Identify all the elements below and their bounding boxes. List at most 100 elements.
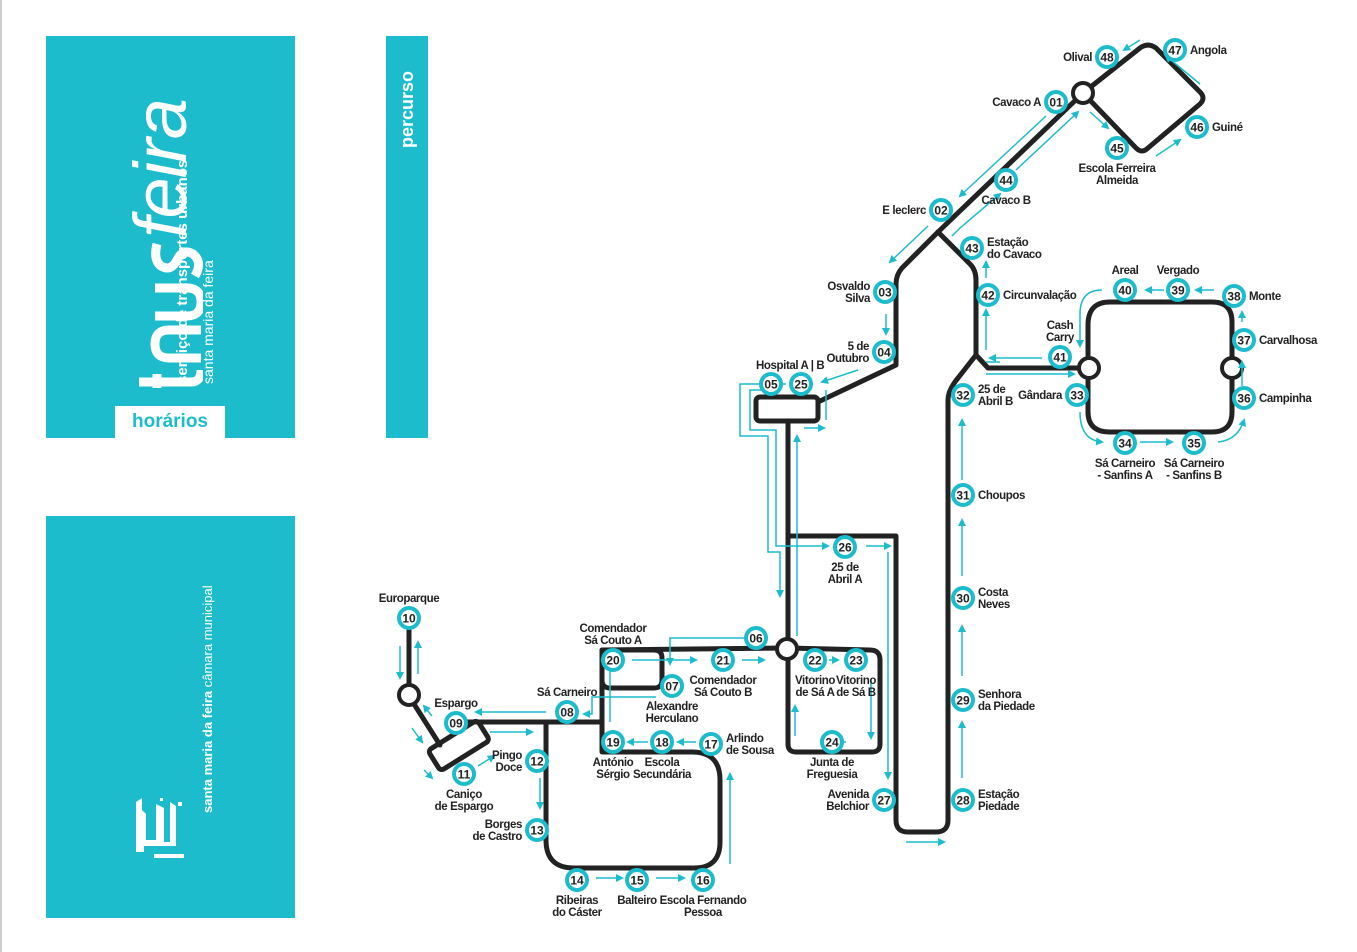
stop-circle[interactable] xyxy=(660,674,684,698)
stop-number: 45 xyxy=(1110,142,1124,156)
stop-marker-17[interactable]: 17 xyxy=(699,732,723,756)
stop-circle[interactable] xyxy=(803,648,827,672)
stop-circle[interactable] xyxy=(1044,90,1068,114)
stop-marker-43[interactable]: 43 xyxy=(960,236,984,260)
stop-circle[interactable] xyxy=(833,535,857,559)
stop-circle[interactable] xyxy=(951,688,975,712)
stop-marker-20[interactable]: 20 xyxy=(601,648,625,672)
stop-marker-02[interactable]: 02 xyxy=(929,198,953,222)
stop-marker-26[interactable]: 26 xyxy=(833,535,857,559)
stop-marker-22[interactable]: 22 xyxy=(803,648,827,672)
stop-marker-25[interactable]: 25 xyxy=(789,372,813,396)
stop-marker-44[interactable]: 44 xyxy=(994,168,1018,192)
stop-marker-05[interactable]: 05 xyxy=(759,372,783,396)
stop-marker-46[interactable]: 46 xyxy=(1185,115,1209,139)
stop-marker-41[interactable]: 41 xyxy=(1048,345,1072,369)
stop-circle[interactable] xyxy=(873,280,897,304)
stop-marker-04[interactable]: 04 xyxy=(872,340,896,364)
stop-circle[interactable] xyxy=(951,483,975,507)
stop-marker-32[interactable]: 32 xyxy=(951,383,975,407)
stop-circle[interactable] xyxy=(555,700,579,724)
stop-circle[interactable] xyxy=(1185,115,1209,139)
stop-circle[interactable] xyxy=(976,283,1000,307)
stop-circle[interactable] xyxy=(452,762,476,786)
stop-marker-11[interactable]: 11 xyxy=(452,762,476,786)
stop-circle[interactable] xyxy=(872,340,896,364)
stop-marker-29[interactable]: 29 xyxy=(951,688,975,712)
stop-circle[interactable] xyxy=(650,730,674,754)
stop-circle[interactable] xyxy=(525,749,549,773)
stop-marker-10[interactable]: 10 xyxy=(397,606,421,630)
stop-circle[interactable] xyxy=(444,711,468,735)
stop-circle[interactable] xyxy=(960,236,984,260)
stop-circle[interactable] xyxy=(1232,386,1256,410)
stop-circle[interactable] xyxy=(1232,328,1256,352)
stop-marker-40[interactable]: 40 xyxy=(1113,278,1137,302)
stop-circle[interactable] xyxy=(525,818,549,842)
stop-marker-48[interactable]: 48 xyxy=(1095,45,1119,69)
stop-marker-14[interactable]: 14 xyxy=(565,868,589,892)
stop-marker-08[interactable]: 08 xyxy=(555,700,579,724)
stop-circle[interactable] xyxy=(1113,278,1137,302)
stop-circle[interactable] xyxy=(744,626,768,650)
stop-circle[interactable] xyxy=(699,732,723,756)
stop-marker-24[interactable]: 24 xyxy=(820,730,844,754)
stop-marker-45[interactable]: 45 xyxy=(1105,136,1129,160)
stop-circle[interactable] xyxy=(951,383,975,407)
percurso-tab[interactable]: percurso xyxy=(386,36,428,438)
stop-circle[interactable] xyxy=(1048,345,1072,369)
stop-circle[interactable] xyxy=(844,648,868,672)
stop-marker-33[interactable]: 33 xyxy=(1065,383,1089,407)
stop-circle[interactable] xyxy=(1113,431,1137,455)
horarios-button[interactable]: horários xyxy=(115,406,225,438)
stop-circle[interactable] xyxy=(759,372,783,396)
stop-circle[interactable] xyxy=(601,730,625,754)
stop-circle[interactable] xyxy=(1163,38,1187,62)
stop-circle[interactable] xyxy=(1105,136,1129,160)
stop-marker-06[interactable]: 06 xyxy=(744,626,768,650)
stop-marker-07[interactable]: 07 xyxy=(660,674,684,698)
stop-marker-42[interactable]: 42 xyxy=(976,283,1000,307)
stop-marker-09[interactable]: 09 xyxy=(444,711,468,735)
stop-circle[interactable] xyxy=(691,868,715,892)
stop-marker-21[interactable]: 21 xyxy=(711,648,735,672)
stop-marker-18[interactable]: 18 xyxy=(650,730,674,754)
stop-marker-12[interactable]: 12 xyxy=(525,749,549,773)
stop-marker-30[interactable]: 30 xyxy=(951,586,975,610)
stop-marker-37[interactable]: 37 xyxy=(1232,328,1256,352)
stop-circle[interactable] xyxy=(951,586,975,610)
stop-circle[interactable] xyxy=(565,868,589,892)
stop-circle[interactable] xyxy=(789,372,813,396)
stop-circle[interactable] xyxy=(397,606,421,630)
stop-marker-47[interactable]: 47 xyxy=(1163,38,1187,62)
stop-circle[interactable] xyxy=(1182,431,1206,455)
stop-marker-36[interactable]: 36 xyxy=(1232,386,1256,410)
stop-circle[interactable] xyxy=(820,730,844,754)
stop-marker-15[interactable]: 15 xyxy=(625,868,649,892)
stop-circle[interactable] xyxy=(625,868,649,892)
stop-marker-28[interactable]: 28 xyxy=(951,788,975,812)
direction-arrow xyxy=(1155,138,1182,157)
stop-circle[interactable] xyxy=(1095,45,1119,69)
stop-marker-01[interactable]: 01 xyxy=(1044,90,1068,114)
stop-circle[interactable] xyxy=(711,648,735,672)
stop-marker-39[interactable]: 39 xyxy=(1166,278,1190,302)
stop-circle[interactable] xyxy=(601,648,625,672)
stop-circle[interactable] xyxy=(872,788,896,812)
stop-marker-19[interactable]: 19 xyxy=(601,730,625,754)
stop-circle[interactable] xyxy=(1222,284,1246,308)
stop-marker-16[interactable]: 16 xyxy=(691,868,715,892)
stop-circle[interactable] xyxy=(951,788,975,812)
stop-marker-13[interactable]: 13 xyxy=(525,818,549,842)
stop-marker-31[interactable]: 31 xyxy=(951,483,975,507)
stop-marker-27[interactable]: 27 xyxy=(872,788,896,812)
stop-circle[interactable] xyxy=(994,168,1018,192)
stop-marker-23[interactable]: 23 xyxy=(844,648,868,672)
stop-marker-35[interactable]: 35 xyxy=(1182,431,1206,455)
stop-marker-38[interactable]: 38 xyxy=(1222,284,1246,308)
stop-circle[interactable] xyxy=(1065,383,1089,407)
stop-circle[interactable] xyxy=(929,198,953,222)
stop-circle[interactable] xyxy=(1166,278,1190,302)
stop-marker-34[interactable]: 34 xyxy=(1113,431,1137,455)
stop-marker-03[interactable]: 03 xyxy=(873,280,897,304)
